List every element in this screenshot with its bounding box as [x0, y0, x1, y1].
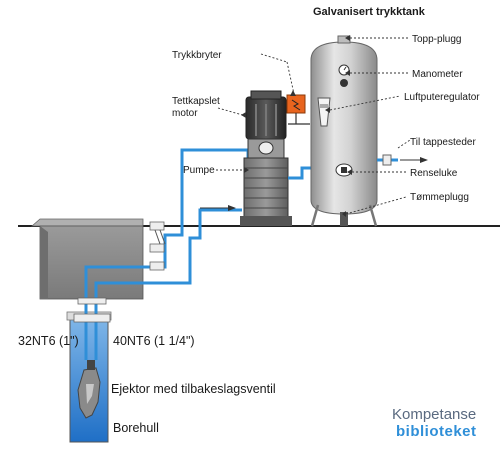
well-chamber: [30, 218, 144, 300]
motor: [245, 90, 287, 159]
pressure-switch-icon: [286, 94, 310, 125]
ejector-icon: [77, 360, 101, 419]
label-motor-line2: motor: [172, 108, 198, 119]
leader-arrowheads: [241, 35, 352, 217]
pressure-tank: [310, 35, 378, 227]
svg-text:Kompetanse: Kompetanse: [392, 406, 476, 423]
flow-arrow-in: [200, 205, 236, 211]
break-mark: [159, 229, 166, 245]
label-top-plug: Topp-plugg: [412, 34, 461, 45]
label-pipe-small: 32NT6 (1"): [18, 334, 79, 348]
svg-text:biblioteket: biblioteket: [396, 423, 477, 440]
kompetansebiblioteket-logo: Kompetanse biblioteket: [392, 406, 477, 440]
label-borehole: Borehull: [113, 421, 159, 435]
pipe-fittings: [73, 221, 165, 323]
label-cleanout: Renseluke: [410, 168, 458, 179]
pump: [240, 157, 292, 226]
label-air-regulator: Luftputeregulator: [404, 92, 480, 103]
discharge-pipe: [288, 166, 318, 180]
label-pipe-large: 40NT6 (1 1/4"): [113, 334, 195, 348]
label-manometer: Manometer: [412, 69, 463, 80]
label-ejector: Ejektor med tilbakeslagsventil: [111, 382, 276, 396]
tank-title: Galvanisert trykktank: [313, 6, 426, 18]
label-to-taps: Til tappesteder: [410, 137, 476, 148]
air-regulator-icon: [317, 97, 331, 127]
label-pressure-switch: Trykkbryter: [172, 50, 222, 61]
label-drain-plug: Tømmeplugg: [410, 192, 469, 203]
label-motor-line1: Tettkapslet: [172, 96, 220, 107]
break-mark: [154, 229, 161, 245]
leader-lines: [216, 37, 411, 215]
label-pump: Pumpe: [183, 165, 215, 176]
outlet-pipe: [377, 154, 428, 166]
cleanout-hatch-icon: [335, 163, 353, 177]
suction-pipes: [84, 148, 250, 360]
